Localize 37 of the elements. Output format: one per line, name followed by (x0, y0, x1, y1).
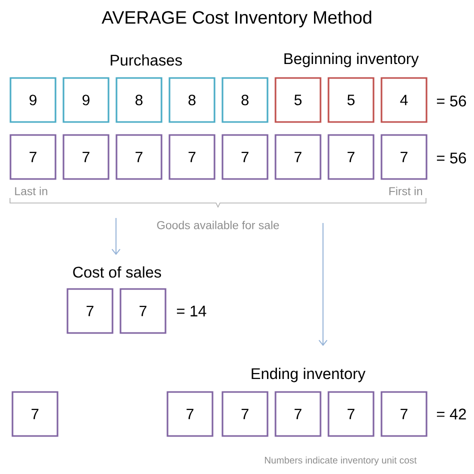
arrow (112, 218, 120, 255)
total-label: = 56 (436, 152, 466, 164)
number-box: 8 (116, 77, 162, 123)
number-box: 7 (380, 134, 428, 180)
number-box: 7 (222, 134, 268, 180)
brace-label: Goods available for sale (157, 220, 279, 230)
group-heading: Beginning inventory (284, 52, 419, 68)
number-box: 7 (10, 134, 56, 180)
number-box: 7 (328, 391, 374, 437)
number-box: 9 (62, 77, 110, 123)
number-box: 9 (10, 77, 56, 123)
number-box: 4 (380, 77, 428, 123)
number-box: 7 (380, 391, 428, 437)
number-box: 7 (274, 391, 322, 437)
number-box: 7 (66, 288, 114, 334)
total-label: = 56 (436, 96, 466, 106)
number-box: 7 (62, 134, 110, 180)
arrow (318, 222, 328, 346)
footnote: Numbers indicate inventory unit cost (264, 456, 417, 466)
section-heading: Ending inventory (252, 368, 366, 382)
section-heading: Cost of sales (73, 266, 162, 278)
number-box: 7 (116, 134, 162, 180)
number-box: 7 (166, 391, 214, 437)
number-box: 7 (328, 134, 374, 180)
number-box: 7 (12, 391, 58, 437)
number-box: 8 (222, 77, 268, 123)
number-box: 5 (328, 77, 374, 123)
number-box: 5 (274, 77, 322, 123)
number-box: 8 (168, 77, 216, 123)
number-box: 7 (222, 391, 268, 437)
title: AVERAGE Cost Inventory Method (102, 10, 372, 28)
number-box: 7 (120, 288, 166, 334)
row-note: Last in (15, 186, 48, 196)
number-box: 7 (274, 134, 322, 180)
number-box: 7 (168, 134, 216, 180)
group-heading: Purchases (110, 54, 182, 66)
row-note: First in (389, 186, 422, 196)
